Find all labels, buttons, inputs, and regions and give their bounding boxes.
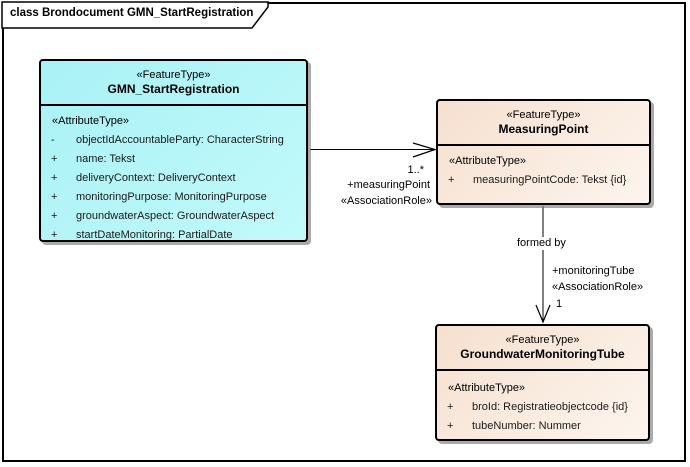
attribute-signature: groundwaterAspect: GroundwaterAspect bbox=[76, 210, 275, 222]
multiplicity-label: 1..* bbox=[407, 164, 424, 177]
multiplicity-label: 1 bbox=[556, 298, 563, 311]
attribute-signature: measuringPointCode: Tekst {id} bbox=[473, 174, 627, 186]
class-name: MeasuringPoint bbox=[498, 122, 589, 136]
attribute-row: + groundwaterAspect: GroundwaterAspect bbox=[41, 207, 306, 226]
attribute-signature: monitoringPurpose: MonitoringPurpose bbox=[76, 191, 267, 203]
attribute-signature: startDateMonitoring: PartialDate bbox=[76, 229, 233, 241]
attribute-row: + name: Tekst bbox=[41, 150, 306, 169]
class-measuringpoint: «FeatureType» MeasuringPoint «AttributeT… bbox=[436, 99, 651, 205]
visibility-symbol: + bbox=[51, 229, 58, 241]
attribute-row: + monitoringPurpose: MonitoringPurpose bbox=[41, 188, 306, 207]
visibility-symbol: + bbox=[448, 174, 455, 186]
attributes-compartment: «AttributeType» + measuringPointCode: Te… bbox=[438, 146, 649, 190]
class-header: «FeatureType» GroundwaterMonitoringTube bbox=[437, 326, 648, 371]
class-groundwatermonitoringtube: «FeatureType» GroundwaterMonitoringTube … bbox=[435, 324, 650, 441]
attribute-row: - objectIdAccountableParty: CharacterStr… bbox=[41, 131, 306, 150]
visibility-symbol: + bbox=[51, 172, 58, 184]
attribute-stereotype: «AttributeType» bbox=[52, 115, 130, 127]
class-name: GroundwaterMonitoringTube bbox=[460, 347, 625, 361]
attribute-signature: broId: Registratieobjectcode {id} bbox=[472, 401, 628, 413]
class-name: GMN_StartRegistration bbox=[107, 82, 240, 96]
association-stereotype-label: «AssociationRole» bbox=[340, 195, 432, 208]
attribute-signature: name: Tekst bbox=[76, 153, 136, 165]
attributes-compartment: «AttributeType» + broId: Registratieobje… bbox=[437, 371, 648, 436]
attribute-row: + tubeNumber: Nummer bbox=[437, 417, 648, 436]
attribute-row: + deliveryContext: DeliveryContext bbox=[41, 169, 306, 188]
diagram-title: class Brondocument GMN_StartRegistration bbox=[10, 7, 254, 19]
visibility-symbol: + bbox=[51, 210, 58, 222]
association-role-label: +monitoringTube bbox=[552, 265, 635, 278]
visibility-symbol: + bbox=[51, 191, 58, 203]
class-stereotype: «FeatureType» bbox=[505, 334, 580, 346]
visibility-symbol: + bbox=[51, 153, 58, 165]
attribute-signature: deliveryContext: DeliveryContext bbox=[76, 172, 236, 184]
attribute-row: + measuringPointCode: Tekst {id} bbox=[438, 171, 649, 190]
attribute-row: + startDateMonitoring: PartialDate bbox=[41, 226, 306, 241]
class-header: «FeatureType» GMN_StartRegistration bbox=[41, 61, 306, 106]
class-gmn-startregistration: «FeatureType» GMN_StartRegistration «Att… bbox=[39, 59, 308, 242]
diagram-frame bbox=[2, 2, 686, 462]
visibility-symbol: - bbox=[51, 134, 55, 146]
class-stereotype: «FeatureType» bbox=[136, 69, 211, 81]
attribute-signature: objectIdAccountableParty: CharacterStrin… bbox=[76, 134, 284, 146]
attributes-compartment: «AttributeType» - objectIdAccountablePar… bbox=[41, 106, 306, 241]
class-header: «FeatureType» MeasuringPoint bbox=[438, 101, 649, 146]
attribute-signature: tubeNumber: Nummer bbox=[472, 420, 581, 432]
class-stereotype: «FeatureType» bbox=[506, 109, 581, 121]
visibility-symbol: + bbox=[447, 401, 454, 413]
visibility-symbol: + bbox=[447, 420, 454, 432]
attribute-stereotype: «AttributeType» bbox=[448, 382, 526, 394]
association-role-label: +measuringPoint bbox=[347, 179, 430, 192]
association-stereotype-label: «AssociationRole» bbox=[552, 281, 644, 294]
association-name-label: formed by bbox=[517, 237, 566, 250]
attribute-stereotype: «AttributeType» bbox=[449, 155, 527, 167]
attribute-row: + broId: Registratieobjectcode {id} bbox=[437, 398, 648, 417]
